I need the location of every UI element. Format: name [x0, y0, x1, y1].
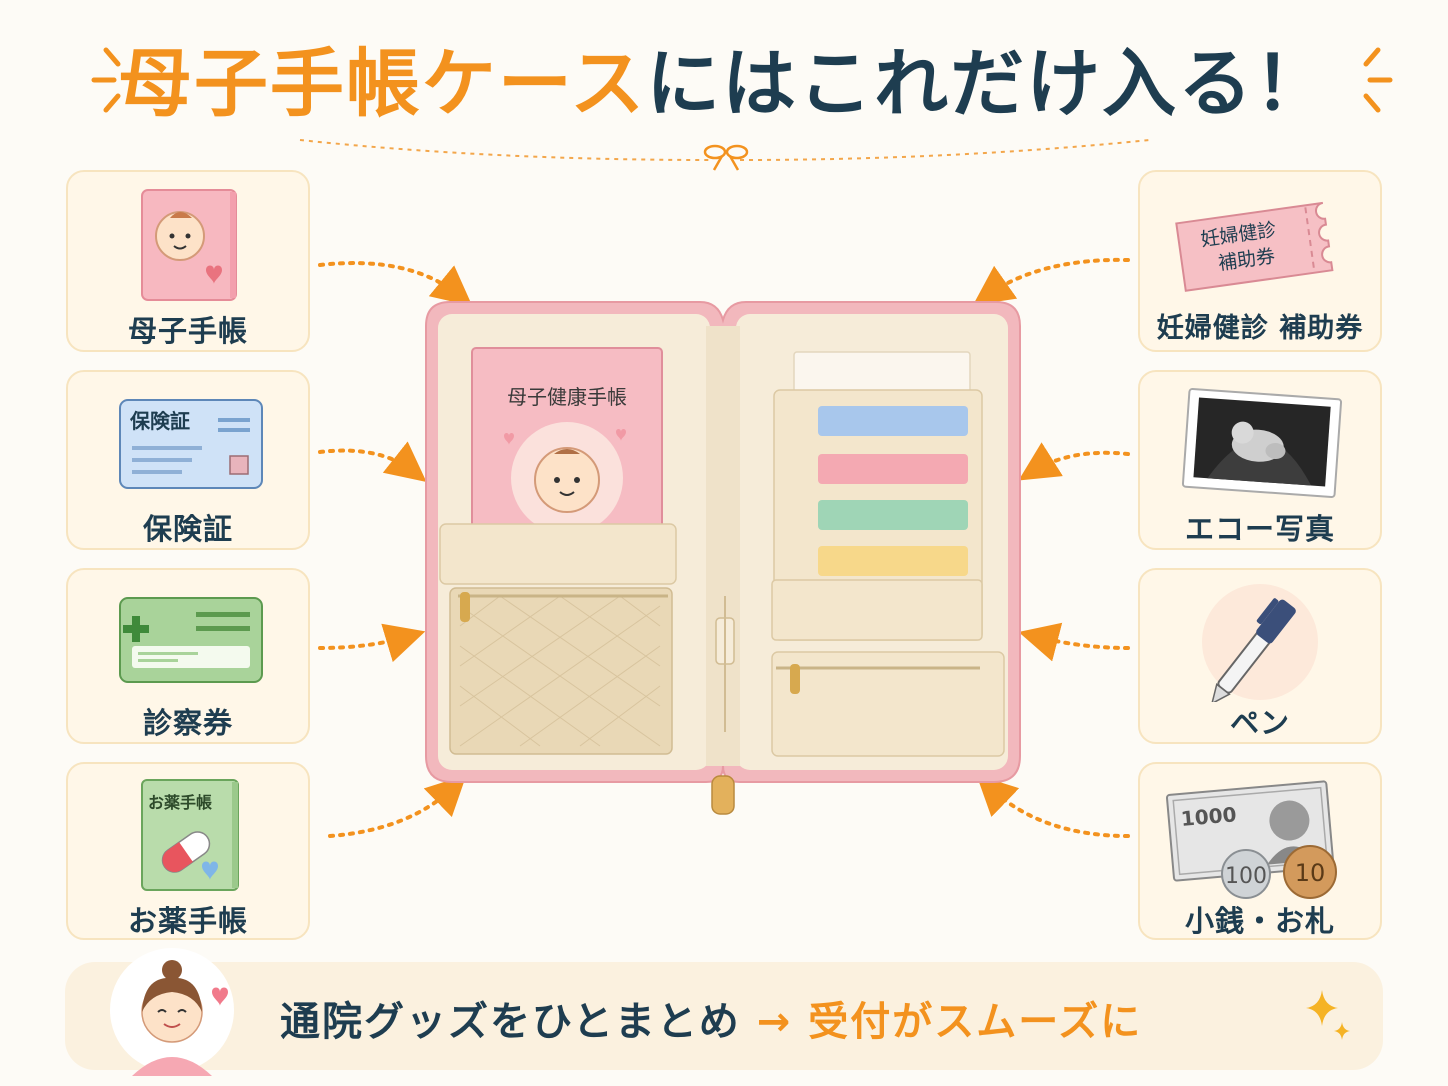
left-sparkle-icon [91, 47, 121, 113]
item-label: エコー写真 [1184, 512, 1335, 546]
card-text: 保険証 [129, 409, 190, 433]
item-card-echo-photo: エコー写真 [1138, 370, 1382, 550]
page-title: 母子手帳ケースにはこれだけ入る！ [0, 34, 1448, 134]
item-label: 保険証 [142, 512, 233, 546]
item-label: 妊婦健診 補助券 [1156, 313, 1364, 344]
item-card-money: 1000 100 10 小銭・お札 [1138, 762, 1382, 940]
right-sparkle-icon [1363, 47, 1393, 113]
item-label: 小銭・お札 [1184, 904, 1335, 938]
bill-text: 1000 [1180, 802, 1238, 831]
medicine-book-icon: お薬手帳 [141, 779, 239, 891]
bottom-message: 通院グッズをひとまとめ → 受付がスムーズに [280, 994, 1142, 1050]
item-label: 診察券 [142, 706, 233, 740]
bottom-message-part2: 受付がスムーズに [808, 999, 1143, 1045]
pen-icon [1202, 584, 1318, 702]
title-rest: にはこれだけ入る！ [646, 41, 1331, 127]
case-book-text: 母子健康手帳 [507, 385, 627, 409]
item-card-hokensho: 保険証 保険証 [66, 370, 310, 550]
book-text: お薬手帳 [148, 793, 212, 812]
item-label: ペン [1229, 706, 1290, 740]
item-label: お薬手帳 [127, 904, 248, 938]
clinic-card-icon [119, 597, 263, 683]
insurance-card-icon: 保険証 [119, 399, 263, 489]
mother-avatar-icon [110, 948, 234, 1076]
coin-100-text: 100 [1225, 864, 1267, 889]
bottom-banner [65, 962, 1383, 1070]
decorative-dotted-line [299, 139, 1151, 171]
ultrasound-photo-icon [1181, 388, 1343, 498]
item-card-kenshin-ticket: 妊婦健診 補助券 妊婦健診 補助券 [1138, 170, 1382, 352]
sparkle-star-icon [1306, 990, 1350, 1040]
baby-book-icon [141, 189, 237, 301]
item-card-pen: ペン [1138, 568, 1382, 744]
coin-10-text: 10 [1295, 859, 1326, 887]
boshi-techo-case-illustration: 母子健康手帳 [425, 301, 1021, 815]
bottom-arrow: → [756, 999, 793, 1045]
ticket-icon: 妊婦健診 補助券 [1175, 201, 1334, 292]
item-card-boshi-techo: 母子手帳 [66, 170, 310, 352]
title-highlight: 母子手帳ケース [117, 41, 647, 127]
money-icon: 1000 100 10 [1165, 780, 1337, 899]
item-card-okusuri-techo: お薬手帳 お薬手帳 [66, 762, 310, 940]
item-card-shinsatsuken: 診察券 [66, 568, 310, 744]
item-label: 母子手帳 [127, 314, 248, 348]
bottom-message-part1: 通院グッズをひとまとめ [280, 999, 741, 1045]
